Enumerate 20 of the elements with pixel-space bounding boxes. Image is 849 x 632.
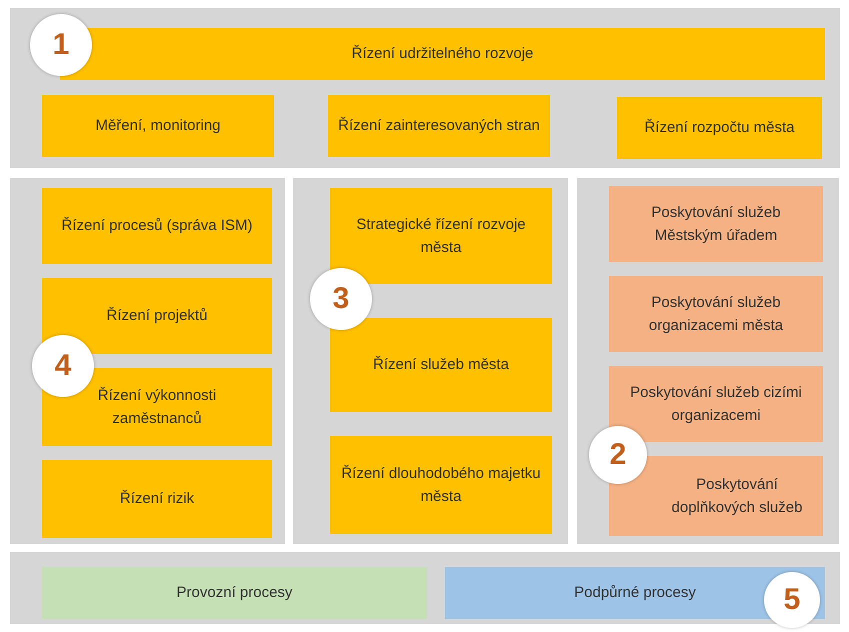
section-panel xyxy=(293,178,568,544)
process-box: Řízení rizik xyxy=(42,460,272,538)
section-panel xyxy=(10,8,840,168)
number-circle: 1 xyxy=(30,14,92,76)
process-box: Řízení projektů xyxy=(42,278,272,354)
section-panel xyxy=(10,178,285,544)
number-circle: 3 xyxy=(310,268,372,330)
process-box: Řízení zainteresovaných stran xyxy=(328,95,550,157)
number-circle: 2 xyxy=(589,426,647,484)
process-box: Měření, monitoring xyxy=(42,95,274,157)
process-box: Řízení dlouhodobého majetku města xyxy=(330,436,552,534)
service-box: Poskytování služeb Městským úřadem xyxy=(609,186,823,262)
service-box: Poskytování služeb organizacemi města xyxy=(609,276,823,352)
process-box: Strategické řízení rozvoje města xyxy=(330,188,552,284)
process-box: Provozní procesy xyxy=(42,567,427,619)
process-box: Řízení rozpočtu města xyxy=(617,97,822,159)
process-box: Řízení procesů (správa ISM) xyxy=(42,188,272,264)
service-box: Poskytování služeb cizími organizacemi xyxy=(609,366,823,442)
section-panel xyxy=(577,178,839,544)
process-box: Řízení služeb města xyxy=(330,318,552,412)
